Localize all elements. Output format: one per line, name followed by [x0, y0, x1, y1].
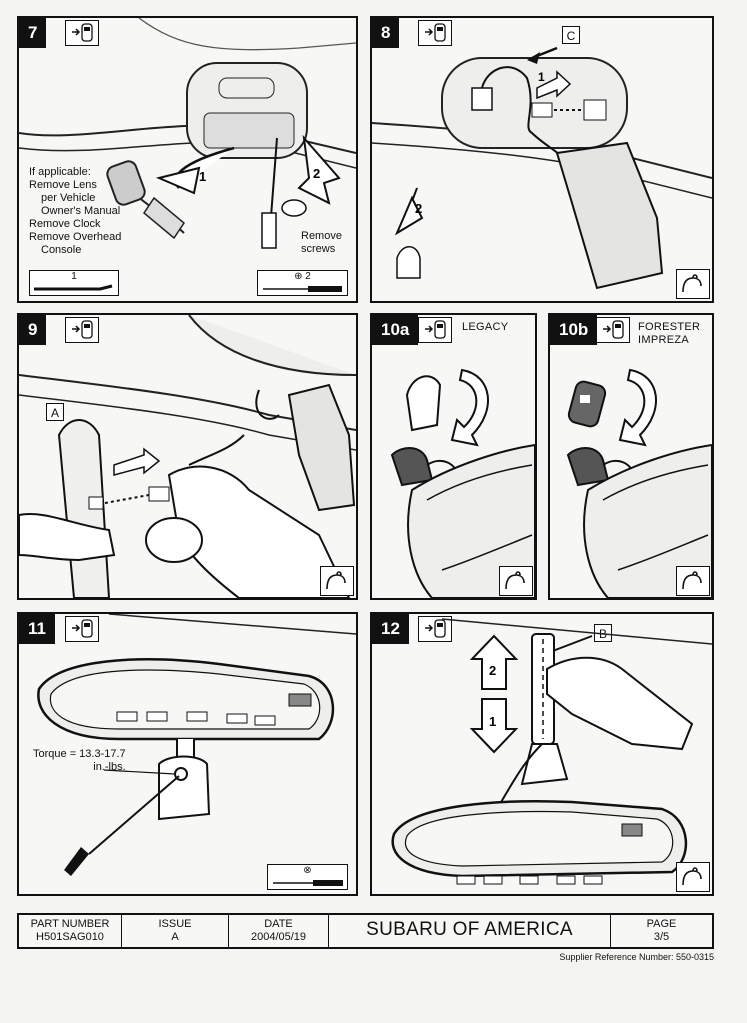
model-label: LEGACY [462, 321, 509, 333]
cover-install-forester-illustration [566, 368, 712, 598]
step-9-panel: 9 A [17, 313, 358, 600]
remove-screws-note: Remove screws [301, 230, 342, 255]
document-footer: PART NUMBER H501SAG010 ISSUE A DATE 2004… [17, 913, 714, 949]
company-name: SUBARU OF AMERICA [329, 915, 611, 947]
arrow-1-label: 1 [489, 714, 496, 729]
hand-icon [676, 862, 710, 892]
vehicle-interior-icon [418, 20, 452, 46]
step-number: 10b [550, 315, 598, 345]
callout-tag-c: C [562, 26, 580, 44]
step-7-panel: 7 1 2 If applicable: Remove Lens per Veh… [17, 16, 358, 303]
part-number-label: PART NUMBER [30, 918, 110, 930]
step-7-instructions: If applicable: Remove Lens per Vehicle O… [29, 166, 122, 256]
cover-slide-illustration: 2 1 [391, 618, 712, 885]
hand-icon [676, 269, 710, 299]
vehicle-interior-icon [418, 317, 452, 343]
issue-value: A [171, 931, 179, 943]
mirror-torque-illustration [37, 614, 356, 876]
step-number: 8 [372, 18, 400, 48]
issue-cell: ISSUE A [122, 915, 229, 947]
page-cell: PAGE 3/5 [611, 915, 712, 947]
arrow-1-label: 1 [199, 169, 206, 184]
socket-screwdriver-tool-box: ⊗ [267, 864, 348, 890]
vehicle-interior-icon [65, 20, 99, 46]
step-number: 9 [19, 315, 47, 345]
arrow-2-label: 2 [415, 201, 422, 216]
torx-icon: ⊗ [303, 865, 312, 876]
vehicle-interior-icon [418, 616, 452, 642]
console-removal-illustration: 1 2 [19, 18, 356, 249]
model-label: FORESTER IMPREZA [638, 321, 701, 346]
arrow-1-label: 1 [538, 70, 545, 84]
cover-install-legacy-illustration [390, 368, 535, 598]
date-value: 2004/05/19 [250, 931, 307, 943]
wire-disconnect-illustration: 1 2 [372, 46, 712, 290]
date-cell: DATE 2004/05/19 [229, 915, 329, 947]
hand-icon [499, 566, 533, 596]
date-label: DATE [264, 918, 293, 930]
step-12-panel: 12 B 2 1 [370, 612, 714, 896]
supplier-reference: Supplier Reference Number: 550-0315 [559, 952, 714, 962]
arrow-2-label: 2 [313, 166, 320, 181]
issue-label: ISSUE [158, 918, 192, 930]
hand-icon [320, 566, 354, 596]
connect-wire-illustration [19, 315, 356, 598]
vehicle-interior-icon [596, 317, 630, 343]
phillips-icon: ⊕ [294, 271, 303, 282]
pry-tool-box: 1 [29, 270, 119, 296]
part-number-cell: PART NUMBER H501SAG010 [19, 915, 122, 947]
torque-spec: Torque = 13.3-17.7 in.-lbs. [33, 748, 126, 773]
vehicle-interior-icon [65, 616, 99, 642]
screwdriver-tool-box: ⊕ 2 [257, 270, 348, 296]
step-number: 11 [19, 614, 55, 644]
page-value: 3/5 [653, 931, 670, 943]
step-11-panel: 11 Torque = 13.3-17.7 in.-lbs. ⊗ [17, 612, 358, 896]
step-number: 12 [372, 614, 409, 644]
hand-icon [676, 566, 710, 596]
step-number: 10a [372, 315, 419, 345]
step-number: 7 [19, 18, 47, 48]
vehicle-interior-icon [65, 317, 99, 343]
arrow-2-label: 2 [489, 663, 496, 678]
page-label: PAGE [646, 918, 677, 930]
part-number-value: H501SAG010 [36, 931, 104, 943]
step-8-panel: 8 C 1 2 [370, 16, 714, 303]
step-10a-panel: 10a LEGACY [370, 313, 537, 600]
step-10b-panel: 10b FORESTER IMPREZA [548, 313, 714, 600]
callout-tag-a: A [46, 403, 64, 421]
